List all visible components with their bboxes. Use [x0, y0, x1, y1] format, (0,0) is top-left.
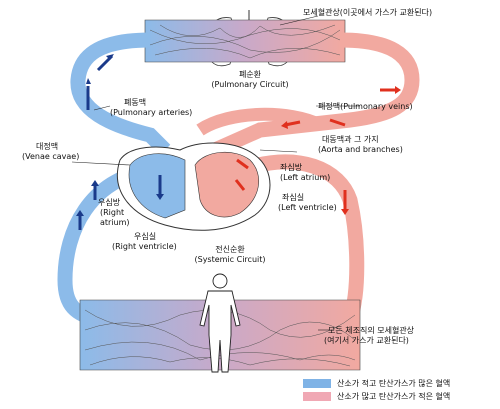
leader-lines: [71, 15, 360, 331]
legend-swatch-pink: [303, 392, 331, 401]
right-ventricle-en: (Right ventricle): [112, 242, 177, 251]
systemic-loop: [57, 107, 365, 328]
aorta-ko: 대동맥과 그 가지: [322, 135, 379, 144]
human-figure: [199, 273, 241, 373]
left-ventricle-en: (Left ventricle): [278, 203, 337, 212]
right-atrium-en-1: (Right: [100, 208, 125, 217]
capillaries-lung-label: 모세혈관상(이곳에서 가스가 교환된다): [303, 8, 433, 17]
right-atrium-ko: 우심방: [98, 198, 121, 207]
pulmonary-arteries-ko: 폐동맥: [124, 98, 147, 107]
left-atrium-en: (Left atrium): [280, 173, 331, 182]
flow-arrows: [76, 54, 401, 230]
venae-cavae-ko: 대정맥: [36, 142, 59, 151]
pulmonary-loop: [70, 32, 420, 157]
left-ventricle-ko: 좌심실: [282, 193, 305, 202]
right-ventricle-ko: 우심실: [134, 232, 157, 241]
legend-text-oxygenated: 산소가 많고 탄산가스가 적은 혈액: [337, 392, 451, 401]
left-atrium-ko: 좌심방: [280, 163, 303, 172]
legend-swatch-blue: [303, 379, 331, 388]
pulmonary-circuit-ko: 폐순환: [238, 70, 262, 79]
capillaries-body-label-2: (여기서 가스가 교환된다): [324, 336, 409, 345]
heart: [116, 142, 271, 231]
systemic-circuit-en: (Systemic Circuit): [194, 255, 266, 264]
aorta-en: (Aorta and branches): [318, 145, 403, 154]
capillaries-body-label-1: 모든 체조직의 모세혈관상: [328, 326, 415, 335]
left-heart: [194, 151, 259, 218]
right-atrium-en-2: atrium): [100, 218, 130, 227]
pulmonary-arteries-en: (Pulmonary arteries): [110, 108, 193, 117]
legend-item-oxygenated: 산소가 많고 탄산가스가 적은 혈액: [303, 391, 450, 402]
pulmonary-veins-label: 폐정맥(Pulmonary veins): [318, 102, 413, 111]
right-heart: [128, 153, 186, 219]
pulmonary-circuit-en: (Pulmonary Circuit): [211, 80, 289, 89]
legend-item-deoxygenated: 산소가 적고 탄산가스가 많은 혈액: [303, 378, 450, 389]
pulmonary-capillary-bed: [144, 19, 346, 63]
legend-text-deoxygenated: 산소가 적고 탄산가스가 많은 혈액: [337, 379, 451, 388]
venae-cavae-en: (Venae cavae): [22, 152, 80, 161]
systemic-circuit-ko: 전신순환: [215, 245, 245, 254]
